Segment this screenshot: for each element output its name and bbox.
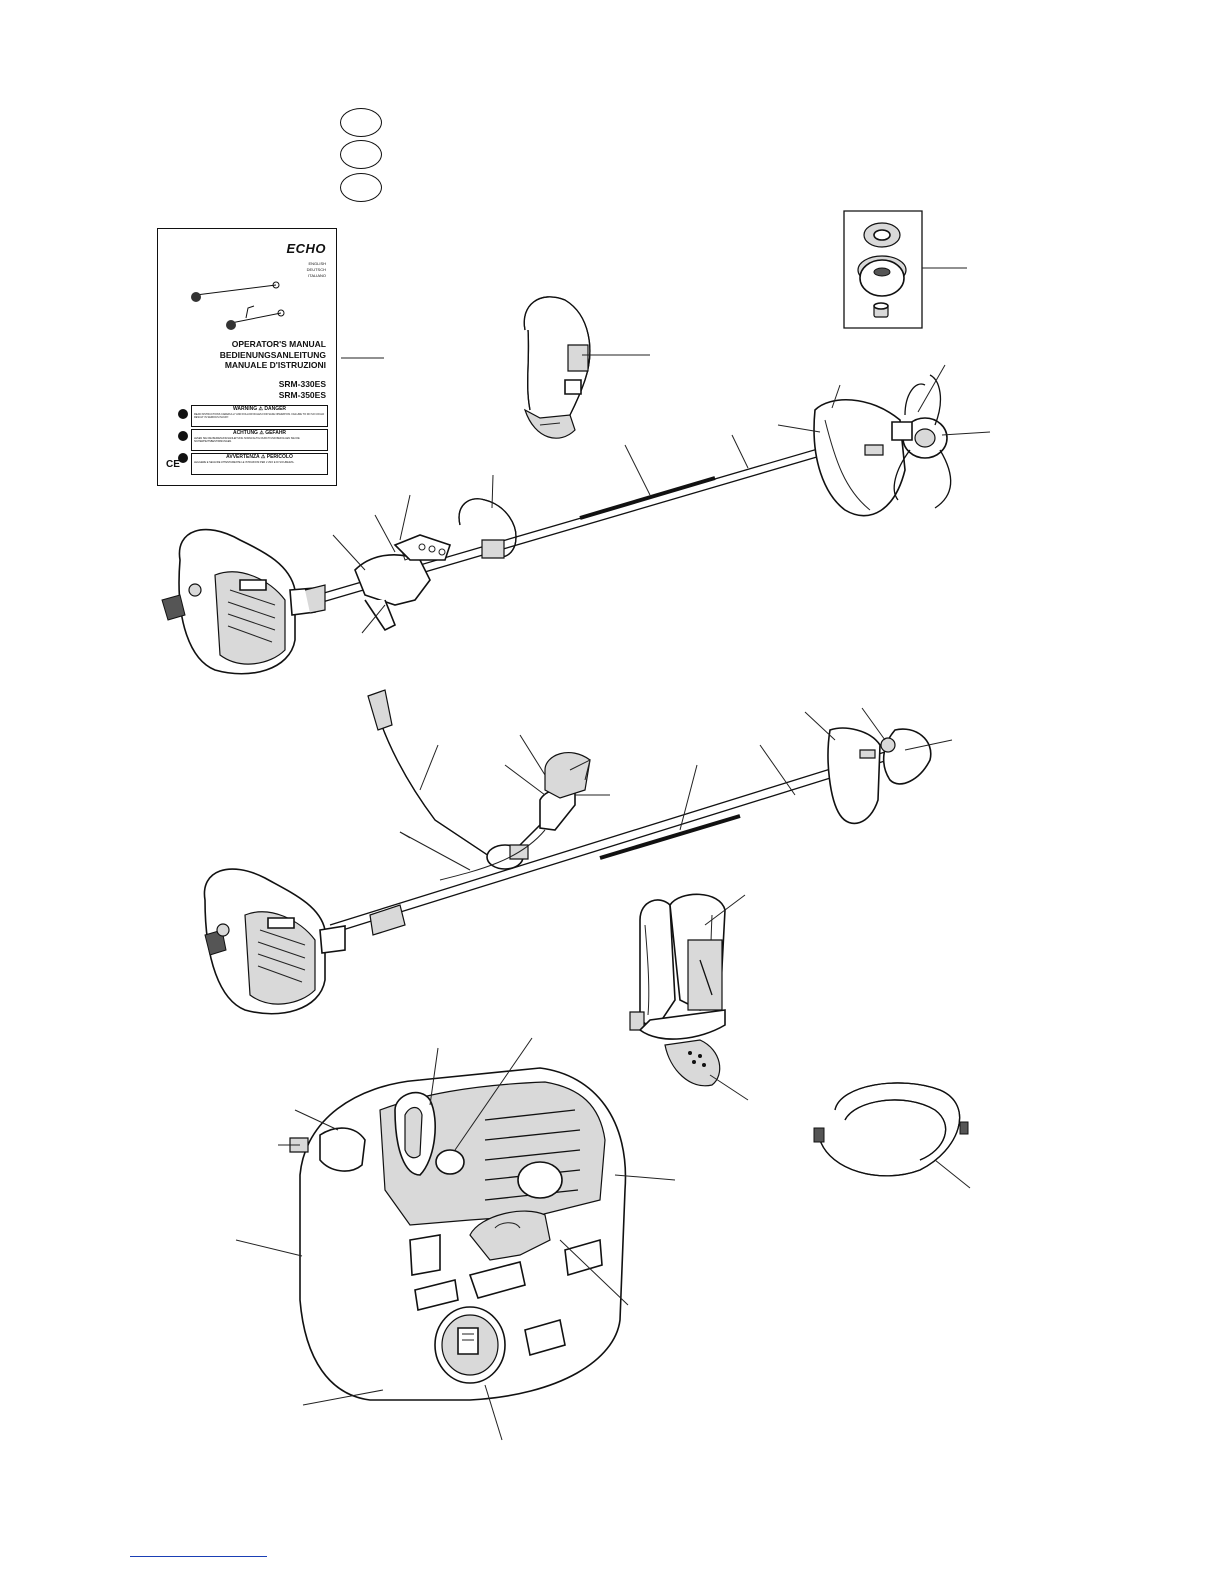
language-circle-3 [340,173,382,202]
manual-warning-block: WARNING ⚠ DANGER READ INSTRUCTIONS CAREF… [191,405,328,475]
warning-badge-icon [178,409,188,419]
trimmer-loop-handle [162,375,951,674]
warning-badge-icon [178,453,188,463]
leader-lines [236,268,990,1440]
warning-row: AVVERTENZA ⚠ PERICOLO LEGGERE E SEGUIRE … [191,453,328,475]
brand-logo: ECHO [286,241,326,256]
operators-manual-cover: ECHO ENGLISH DEUTSCH ITALIANO OPERATOR'S… [157,228,337,486]
shoulder-strap [524,297,590,438]
manual-models: SRM-330ES SRM-350ES [278,379,326,400]
engine-closeup [290,1068,625,1400]
manual-languages: ENGLISH DEUTSCH ITALIANO [306,261,326,278]
warning-badge-icon [178,431,188,441]
language-circle-2 [340,140,382,169]
harness [630,894,725,1085]
manual-cover-illustration [191,281,285,330]
warning-row: ACHTUNG ⚠ GEFAHR LESEN SIE DIE BEDIENUNG… [191,429,328,451]
manual-titles: OPERATOR'S MANUAL BEDIENUNGSANLEITUNG MA… [219,339,326,370]
brushcutter-bike-handle [204,690,930,1014]
spare-cable-coil [814,1083,968,1176]
language-circle-1 [340,108,382,137]
ce-mark: CE [166,459,180,470]
blade-accessory-kit [844,211,922,328]
footer-link-underline[interactable] [130,1556,267,1557]
warning-row: WARNING ⚠ DANGER READ INSTRUCTIONS CAREF… [191,405,328,427]
